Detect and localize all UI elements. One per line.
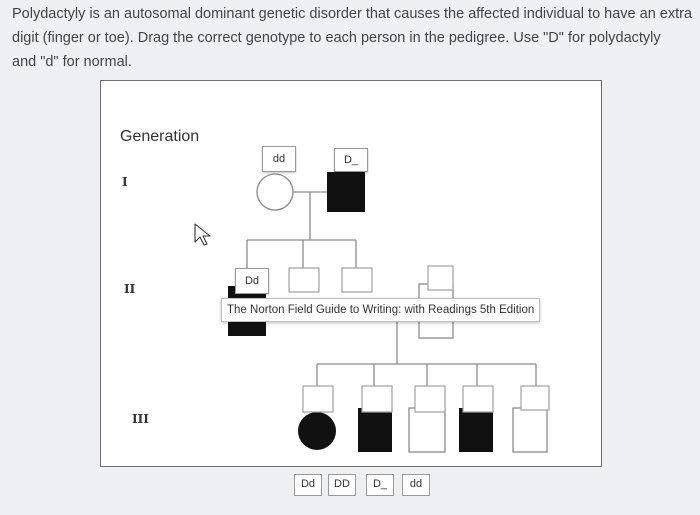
gen3-male-2-dropzone (414, 385, 446, 413)
gen3-male-4-dropzone (520, 385, 550, 411)
gen2-male-2-dropzone (427, 265, 454, 291)
answer-tile-D_[interactable]: D_ (366, 474, 394, 496)
generation-label-1: I (122, 175, 128, 189)
instructions: Polydactyly is an autosomal dominant gen… (12, 2, 700, 74)
tooltip-popup: The Norton Field Guide to Writing: with … (221, 298, 541, 322)
gen3-female-affected (298, 412, 336, 450)
generation-label-3: III (132, 412, 149, 426)
answer-tile-dd[interactable]: dd (402, 474, 430, 496)
gen1-male-affected (327, 172, 365, 212)
gen3-male-3-dropzone (462, 385, 494, 413)
placed-genotype-gen1-male[interactable]: D_ (334, 148, 368, 172)
placed-genotype-gen1-female[interactable]: dd (262, 146, 296, 172)
instructions-line-1: Polydactyly is an autosomal dominant gen… (12, 6, 693, 22)
gen2-female-1-dropzone (288, 267, 320, 293)
gen1-female-unaffected (256, 173, 294, 211)
instructions-line-3: and "d" for normal. (12, 54, 132, 70)
gen2-female-2-dropzone (341, 267, 373, 293)
gen3-female-dropzone (302, 385, 334, 413)
generation-title: Generation (120, 128, 200, 145)
generation-label-2: II (124, 282, 136, 296)
gen3-male-3-affected (459, 408, 493, 452)
answer-tile-Dd[interactable]: Dd (294, 474, 322, 496)
gen3-male-1-affected (358, 408, 392, 452)
gen3-male-4-unaffected (512, 407, 548, 453)
gen3-male-2-unaffected (408, 407, 446, 453)
instructions-line-2: digit (finger or toe). Drag the correct … (12, 30, 661, 46)
mouse-cursor-icon (194, 223, 211, 246)
gen3-male-1-dropzone (361, 385, 393, 413)
answer-tile-DD[interactable]: DD (328, 474, 356, 496)
placed-genotype-gen2-male[interactable]: Dd (235, 268, 269, 294)
